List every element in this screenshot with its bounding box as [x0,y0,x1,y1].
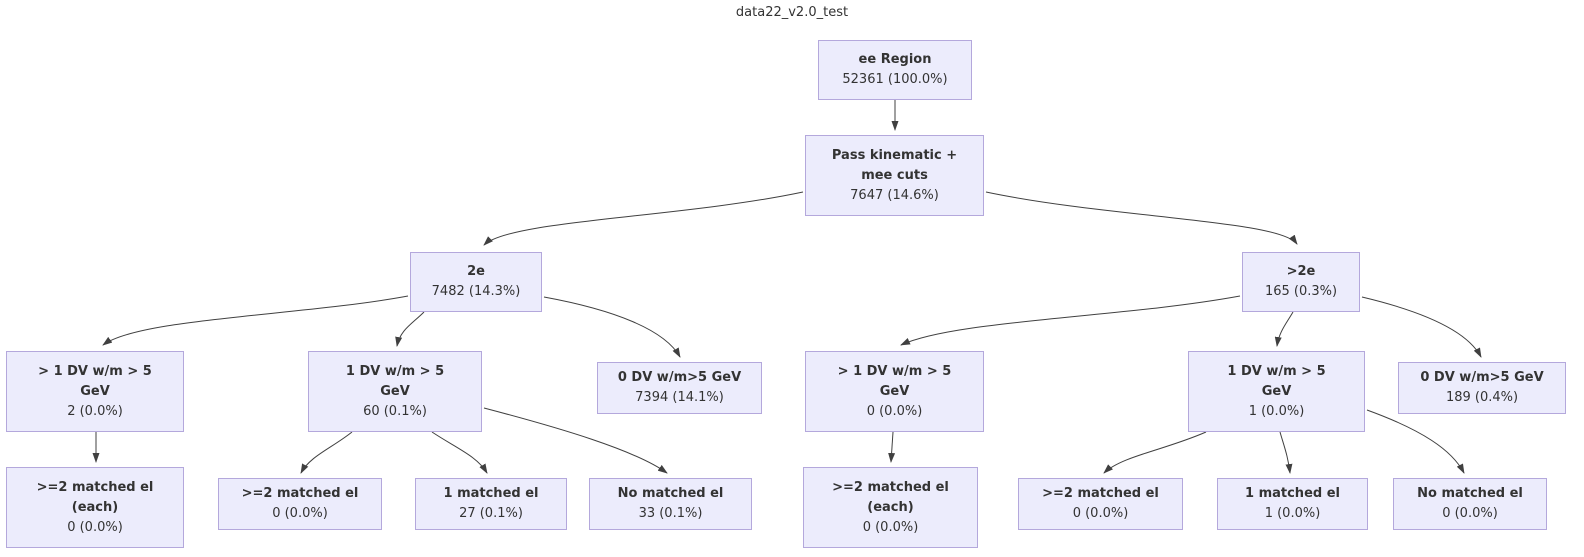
edge-l-1-dv-l-1-matched [431,431,488,474]
edge-r-gt1-dv-r-ge2-matched-each [888,431,896,463]
node-count: 7647 (14.6%) [850,187,939,203]
node-r-ge2-matched: >=2 matched el 0 (0.0%) [1018,478,1183,530]
node-count: 0 (0.0%) [1072,506,1129,521]
node-gt-2e: >2e 165 (0.3%) [1242,252,1360,312]
edge-r-1-dv-r-1-matched [1279,431,1293,474]
node-count: 0 (0.0%) [862,519,919,535]
node-pass-kinematic: Pass kinematic + mee cuts 7647 (14.6%) [805,135,984,216]
node-label: >=2 matched el [241,486,359,501]
node-l-0-dv: 0 DV w/m>5 GeV 7394 (14.1%) [597,362,762,414]
edge-2e-l-1-dv [395,311,425,347]
node-r-gt1-dv: > 1 DV w/m > 5 GeV 0 (0.0%) [805,351,984,432]
node-count: 0 (0.0%) [1442,506,1498,521]
diagram-title: data22_v2.0_test [735,5,849,20]
node-r-1-dv: 1 DV w/m > 5 GeV 1 (0.0%) [1188,351,1365,432]
node-label: > 1 DV w/m > 5 GeV [837,363,952,399]
edge-gt-2e-r-gt1-dv [900,295,1241,346]
node-label: 2e [467,264,485,279]
edge-2e-l-gt1-dv [102,295,409,346]
edge-gt-2e-r-1-dv [1274,311,1294,347]
node-label: ee Region [858,52,932,67]
node-label: 1 matched el [443,486,539,501]
edge-l-1-dv-l-ge2-matched [300,431,353,474]
edge-l-1-dv-l-no-matched [483,407,668,474]
node-count: 1 (0.0%) [1248,403,1305,419]
node-l-gt1-dv: > 1 DV w/m > 5 GeV 2 (0.0%) [6,351,184,432]
edge-pass-kinematic-2e [483,191,804,246]
node-2e: 2e 7482 (14.3%) [410,252,542,312]
node-label: 0 DV w/m>5 GeV [617,370,742,385]
node-count: 52361 (100.0%) [842,72,948,87]
node-label: 1 DV w/m > 5 GeV [1227,363,1326,399]
edge-gt-2e-r-0-dv [1361,296,1482,358]
node-label: >2e [1286,264,1316,279]
edge-r-1-dv-r-ge2-matched [1103,431,1207,474]
node-r-0-dv: 0 DV w/m>5 GeV 189 (0.4%) [1398,362,1566,414]
node-label: 0 DV w/m>5 GeV [1420,370,1544,385]
node-l-1-matched: 1 matched el 27 (0.1%) [415,478,567,530]
node-count: 0 (0.0%) [67,519,123,535]
node-count: 7482 (14.3%) [431,284,521,299]
edge-r-1-dv-r-no-matched [1366,409,1465,474]
node-label: >=2 matched el [1042,486,1159,501]
node-count: 0 (0.0%) [866,403,923,419]
node-l-ge2-matched: >=2 matched el 0 (0.0%) [218,478,382,530]
node-label: 1 matched el [1245,486,1340,501]
node-count: 7394 (14.1%) [635,390,724,405]
node-count: 165 (0.3%) [1264,284,1338,299]
node-label: Pass kinematic + mee cuts [831,147,958,183]
node-count: 189 (0.4%) [1445,390,1519,405]
node-r-ge2-matched-each: >=2 matched el (each) 0 (0.0%) [803,467,978,548]
node-label: > 1 DV w/m > 5 GeV [38,363,152,399]
node-count: 2 (0.0%) [67,403,123,419]
node-count: 33 (0.1%) [638,506,703,521]
node-l-ge2-matched-each: >=2 matched el (each) 0 (0.0%) [6,467,184,548]
node-ee-region: ee Region 52361 (100.0%) [818,40,972,100]
node-r-1-matched: 1 matched el 1 (0.0%) [1217,478,1368,530]
node-l-no-matched: No matched el 33 (0.1%) [589,478,752,530]
node-label: No matched el [1417,486,1523,501]
node-label: >=2 matched el (each) [36,479,154,515]
node-count: 0 (0.0%) [272,506,328,521]
node-count: 1 (0.0%) [1264,506,1321,521]
node-l-1-dv: 1 DV w/m > 5 GeV 60 (0.1%) [308,351,482,432]
edge-pass-kinematic-gt-2e [985,191,1298,245]
node-count: 27 (0.1%) [459,506,523,521]
node-r-no-matched: No matched el 0 (0.0%) [1393,478,1547,530]
node-label: 1 DV w/m > 5 GeV [345,363,445,399]
edge-2e-l-0-dv [543,296,681,358]
node-count: 60 (0.1%) [363,403,427,419]
node-label: >=2 matched el (each) [832,479,949,515]
node-label: No matched el [617,486,724,501]
